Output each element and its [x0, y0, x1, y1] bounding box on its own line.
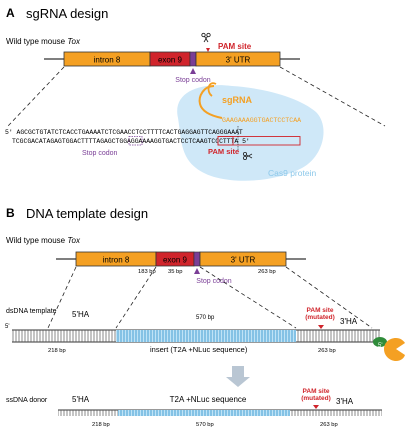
intron-label-b: intron 8 [103, 256, 130, 265]
down-arrow-icon [226, 366, 250, 387]
cas9-protein-shape [177, 85, 324, 181]
pam-marker-ss [313, 405, 319, 409]
zoom-line-4-b [285, 266, 373, 329]
stop-codon-label-b: Stop codon [196, 278, 232, 285]
dsdna-5ha-region [12, 330, 116, 342]
pam-mutated-label-ds: PAM site(mutated) [305, 307, 335, 321]
ssdna-donor-label: ssDNA donor [6, 397, 48, 404]
pam-marker-ds [318, 325, 324, 329]
sgrna-label: sgRNA [222, 95, 253, 105]
insert-size-ds: 570 bp [196, 315, 215, 321]
scissors-icon-cut [243, 152, 253, 161]
stop-codon-block-b [193, 251, 201, 267]
stop-codon-label-seq: Stop codon [82, 150, 118, 157]
stop-codon-arrow-b [194, 268, 200, 274]
top-strand-sequence: 5' AGCGCTGTATCTCACCTGAAAATCTCGAACCTCCTTT… [5, 129, 243, 136]
pam-site-label-seq: PAM site [208, 147, 239, 156]
five-prime-left: 5' [5, 324, 9, 330]
utr-size-b: 263 bp [258, 269, 276, 275]
stop-codon-arrow-a [190, 68, 196, 74]
zoom-line-right-a [279, 66, 386, 127]
green-protein-shape [373, 337, 387, 347]
ssdna-ladder [58, 409, 382, 416]
sgrna-loop [207, 82, 217, 97]
sgrna-strand [198, 85, 223, 119]
exon-size-b: 35 bp [168, 269, 183, 275]
ha5-label-ds: 5'HA [72, 310, 90, 319]
dsdna-3ha-region [296, 330, 380, 342]
panel-b-title: DNA template design [26, 206, 148, 221]
stop-codon-block-a [189, 51, 197, 67]
cas9-label: Cas9 protein [268, 168, 316, 178]
utr-block-b [199, 251, 287, 267]
ssdna-3ha-region [290, 410, 382, 416]
zoom-line-3-b [199, 266, 297, 329]
bp-right-ds: 263 bp [318, 348, 336, 354]
ss-insert-label: T2A +NLuc sequence [170, 395, 247, 404]
pam-marker-a [206, 48, 210, 52]
stop-codon-label-a: Stop codon [175, 77, 211, 84]
bp-right-ss: 263 bp [320, 422, 338, 428]
insert-label-ds: insert (T2A +NLuc sequence) [150, 345, 248, 354]
bp-left-ss: 218 bp [92, 422, 110, 428]
zoom-line-2-b [115, 266, 157, 329]
ssdna-insert-region [118, 410, 290, 416]
ha5-label-ss: 5'HA [72, 395, 90, 404]
exon-label-a: exon 9 [158, 56, 183, 65]
panel-b-gene-label: Wild type mouse Tox [6, 236, 81, 245]
utr-label-a: 3' UTR [226, 56, 251, 65]
bp-left-ds: 218 bp [48, 348, 66, 354]
intron-label-a: intron 8 [94, 56, 121, 65]
dsdna-ladder [12, 329, 380, 343]
panel-a-gene-label: Wild type mouse Tox [6, 37, 81, 46]
bp-mid-ss: 570 bp [196, 422, 214, 428]
five-prime-right: 5' [378, 343, 382, 349]
ssdna-5ha-region [58, 410, 118, 416]
pam-mutated-label-ss: PAM site(mutated) [301, 388, 331, 402]
scissors-icon [201, 32, 211, 43]
exon-label-b: exon 9 [163, 256, 188, 265]
panel-a-letter: A [6, 6, 15, 20]
utr-block-a [195, 51, 281, 67]
bottom-strand-sequence: TCGCGACATAGAGTGGACTTTTAGAGCTGGAGGAAAAGGT… [12, 138, 250, 145]
panel-a-title: sgRNA design [26, 6, 108, 21]
orange-protein-shape [384, 338, 405, 361]
guide-sequence: GAAGAAAGGTGACTCCTCAA [222, 117, 301, 124]
panel-b-letter: B [6, 206, 15, 220]
pam-box [217, 136, 234, 146]
dsdna-insert-region [116, 330, 296, 342]
ha3-label-ds: 3'HA [340, 317, 358, 326]
utr-label-b: 3' UTR [231, 256, 256, 265]
intron-size-b: 183 bp [138, 269, 156, 275]
pam-site-label-a: PAM site [218, 42, 252, 51]
dsdna-template-label: dsDNA template [6, 308, 57, 315]
stop-codon-box [128, 136, 143, 146]
ha3-label-ss: 3'HA [336, 397, 354, 406]
zoom-line-left-a [7, 66, 65, 127]
